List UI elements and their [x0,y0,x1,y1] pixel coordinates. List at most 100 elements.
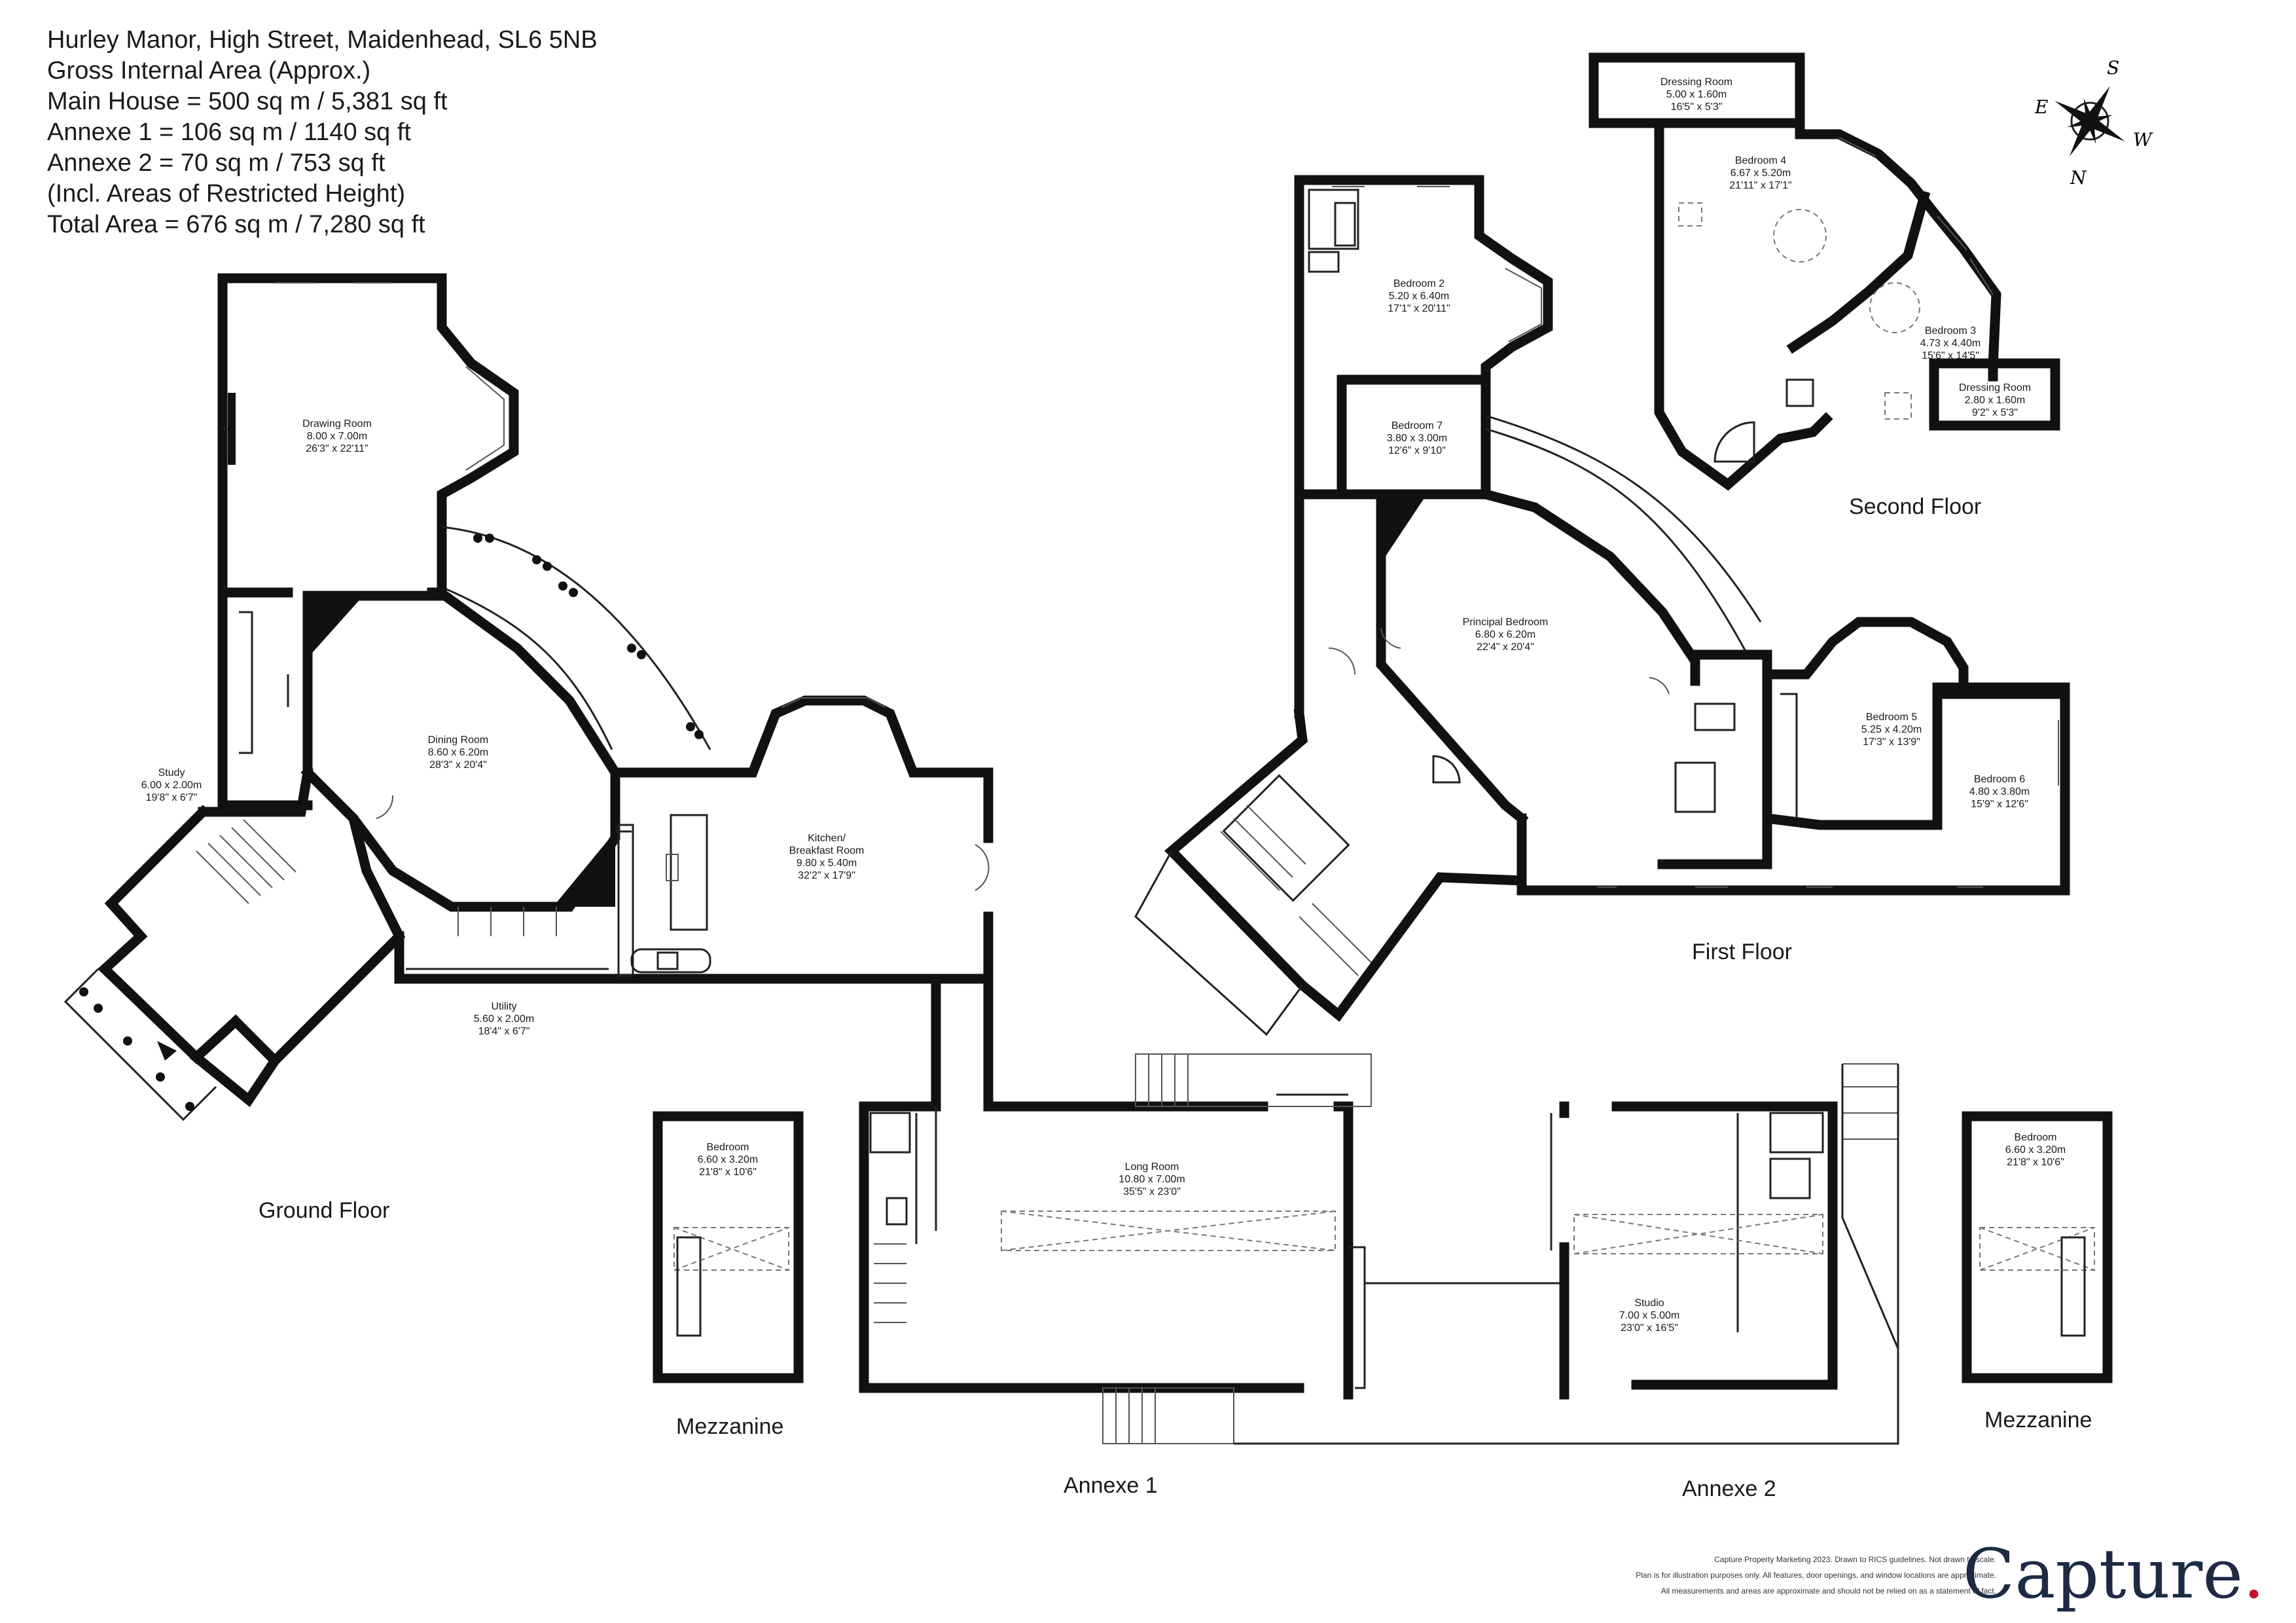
svg-text:Bedroom 5: Bedroom 5 [1866,712,1917,723]
svg-text:35'5" x 23'0": 35'5" x 23'0" [1123,1186,1181,1197]
room-label-drawing: Drawing Room 8.00 x 7.00m 26'3" x 22'11" [302,418,372,454]
svg-text:19'8" x 6'7": 19'8" x 6'7" [146,792,198,803]
svg-text:21'11" x 17'1": 21'11" x 17'1" [1729,180,1791,191]
svg-text:8.00 x 7.00m: 8.00 x 7.00m [307,431,368,442]
footer-line-1: Capture Property Marketing 2023. Drawn t… [1714,1555,1996,1564]
room-label-long-room: Long Room 10.80 x 7.00m 35'5" x 23'0" [1119,1161,1185,1197]
svg-text:4.73 x 4.40m: 4.73 x 4.40m [1920,338,1981,349]
svg-text:21'8" x 10'6": 21'8" x 10'6" [699,1167,757,1178]
svg-text:21'8" x 10'6": 21'8" x 10'6" [2007,1157,2064,1168]
floor-label-first: First Floor [1692,939,1792,964]
annexe-2-plan [1550,1063,1899,1400]
svg-text:Dressing Room: Dressing Room [1660,77,1732,88]
svg-text:6.00 x 2.00m: 6.00 x 2.00m [141,780,202,791]
floor-label-annexe-1: Annexe 1 [1064,1473,1158,1498]
svg-text:6.60 x 3.20m: 6.60 x 3.20m [2005,1144,2066,1156]
compass-e: E [2034,96,2048,118]
header-restricted: (Incl. Areas of Restricted Height) [47,180,405,208]
capture-logo-dot: . [2243,1534,2265,1614]
mezzanine-right-plan [1962,1111,2113,1383]
floor-label-annexe-2: Annexe 2 [1682,1476,1776,1501]
svg-text:4.80 x 3.80m: 4.80 x 3.80m [1969,786,2030,797]
svg-text:Bedroom 7: Bedroom 7 [1391,420,1443,431]
svg-text:Principal Bedroom: Principal Bedroom [1463,617,1549,628]
svg-text:Bedroom 3: Bedroom 3 [1925,325,1976,337]
svg-text:9'2" x 5'3": 9'2" x 5'3" [1972,407,2018,418]
svg-text:Utility: Utility [491,1001,516,1012]
svg-text:9.80 x 5.40m: 9.80 x 5.40m [797,858,857,869]
svg-text:22'4" x 20'4": 22'4" x 20'4" [1477,642,1534,653]
header-annexe-2: Annexe 2 = 70 sq m / 753 sq ft [47,149,386,177]
svg-text:Breakfast Room: Breakfast Room [789,845,865,856]
svg-text:Drawing Room: Drawing Room [302,418,372,429]
svg-text:2.80 x 1.60m: 2.80 x 1.60m [1965,395,2026,406]
svg-text:16'5" x 5'3": 16'5" x 5'3" [1671,101,1723,113]
svg-text:5.60 x 2.00m: 5.60 x 2.00m [474,1013,535,1025]
header-annexe-1: Annexe 1 = 106 sq m / 1140 sq ft [47,119,411,146]
room-label-bedroom-7: Bedroom 7 3.80 x 3.00m 12'6" x 9'10" [1387,420,1448,456]
svg-text:Bedroom: Bedroom [2015,1132,2057,1143]
svg-text:17'3" x 13'9": 17'3" x 13'9" [1863,737,1920,748]
svg-text:Bedroom: Bedroom [707,1142,749,1153]
room-label-kitchen: Kitchen/ Breakfast Room 9.80 x 5.40m 32'… [789,833,865,881]
floor-label-second: Second Floor [1849,494,1981,519]
svg-text:8.60 x 6.20m: 8.60 x 6.20m [428,747,489,758]
floor-label-mezzanine-right: Mezzanine [1984,1408,2092,1432]
room-label-principal: Principal Bedroom 6.80 x 6.20m 22'4" x 2… [1463,617,1549,653]
room-label-dressing-2: Dressing Room 2.80 x 1.60m 9'2" x 5'3" [1959,382,2031,418]
room-label-dressing-1: Dressing Room 5.00 x 1.60m 16'5" x 5'3" [1660,77,1732,113]
room-label-bedroom-3: Bedroom 3 4.73 x 4.40m 15'6" x 14'5" [1920,325,1981,361]
footer-line-2: Plan is for illustration purposes only. … [1636,1571,1996,1580]
svg-text:18'4" x 6'7": 18'4" x 6'7" [478,1026,530,1037]
room-label-bedroom-4: Bedroom 4 6.67 x 5.20m 21'11" x 17'1" [1729,155,1791,191]
svg-text:17'1" x 20'11": 17'1" x 20'11" [1388,303,1450,314]
svg-text:6.80 x 6.20m: 6.80 x 6.20m [1475,629,1536,640]
svg-text:10.80 x 7.00m: 10.80 x 7.00m [1119,1174,1185,1185]
svg-text:28'3" x 20'4": 28'3" x 20'4" [429,759,487,771]
svg-text:6.67 x 5.20m: 6.67 x 5.20m [1731,168,1791,179]
floor-label-mezzanine-left: Mezzanine [676,1414,783,1439]
room-label-bedroom-6: Bedroom 6 4.80 x 3.80m 15'9" x 12'6" [1969,774,2030,810]
room-label-utility: Utility 5.60 x 2.00m 18'4" x 6'7" [474,1001,535,1037]
svg-text:12'6" x 9'10": 12'6" x 9'10" [1388,445,1446,456]
ground-floor-plan [63,273,994,1122]
room-label-study: Study 6.00 x 2.00m 19'8" x 6'7" [141,767,202,803]
svg-text:3.80 x 3.00m: 3.80 x 3.00m [1387,433,1448,444]
annexe-1-plan [859,974,1899,1445]
svg-text:23'0" x 16'5": 23'0" x 16'5" [1621,1322,1678,1334]
svg-text:5.25 x 4.20m: 5.25 x 4.20m [1861,724,1922,735]
svg-text:32'2" x 17'9": 32'2" x 17'9" [798,870,855,881]
svg-text:5.20 x 6.40m: 5.20 x 6.40m [1389,291,1450,302]
room-label-dining: Dining Room 8.60 x 6.20m 28'3" x 20'4" [428,735,489,771]
footer-line-3: All measurements and areas are approxima… [1661,1586,1996,1596]
room-label-bedroom-2: Bedroom 2 5.20 x 6.40m 17'1" x 20'11" [1388,278,1450,314]
svg-text:Studio: Studio [1634,1298,1664,1309]
svg-text:Dining Room: Dining Room [428,735,488,746]
first-floor-plan [1134,175,2070,1036]
compass-n: N [2070,167,2087,189]
room-label-mezzanine-right: Bedroom 6.60 x 3.20m 21'8" x 10'6" [2005,1132,2066,1168]
compass-w: W [2133,129,2153,151]
svg-text:6.60 x 3.20m: 6.60 x 3.20m [698,1154,759,1165]
svg-text:Dressing Room: Dressing Room [1959,382,2031,393]
svg-text:7.00 x 5.00m: 7.00 x 5.00m [1619,1310,1680,1321]
room-label-bedroom-5: Bedroom 5 5.25 x 4.20m 17'3" x 13'9" [1861,712,1922,748]
svg-text:26'3" x 22'11": 26'3" x 22'11" [306,443,368,454]
floor-label-ground: Ground Floor [259,1198,389,1223]
svg-text:15'6" x 14'5": 15'6" x 14'5" [1922,350,1979,361]
svg-text:Long Room: Long Room [1125,1161,1179,1173]
header-address: Hurley Manor, High Street, Maidenhead, S… [47,26,598,54]
header-main-house: Main House = 500 sq m / 5,381 sq ft [47,88,448,115]
svg-text:Bedroom 6: Bedroom 6 [1974,774,2025,785]
compass-icon: S E W N [2034,57,2153,189]
svg-text:Study: Study [158,767,185,778]
svg-text:15'9" x 12'6": 15'9" x 12'6" [1971,799,2028,810]
header-gia: Gross Internal Area (Approx.) [47,57,371,84]
mezzanine-left-plan [653,1111,804,1383]
header-total: Total Area = 676 sq m / 7,280 sq ft [47,211,425,238]
svg-text:Bedroom 2: Bedroom 2 [1393,278,1444,289]
svg-text:5.00 x 1.60m: 5.00 x 1.60m [1666,89,1727,100]
svg-text:Kitchen/: Kitchen/ [808,833,846,844]
compass-s: S [2107,57,2119,79]
